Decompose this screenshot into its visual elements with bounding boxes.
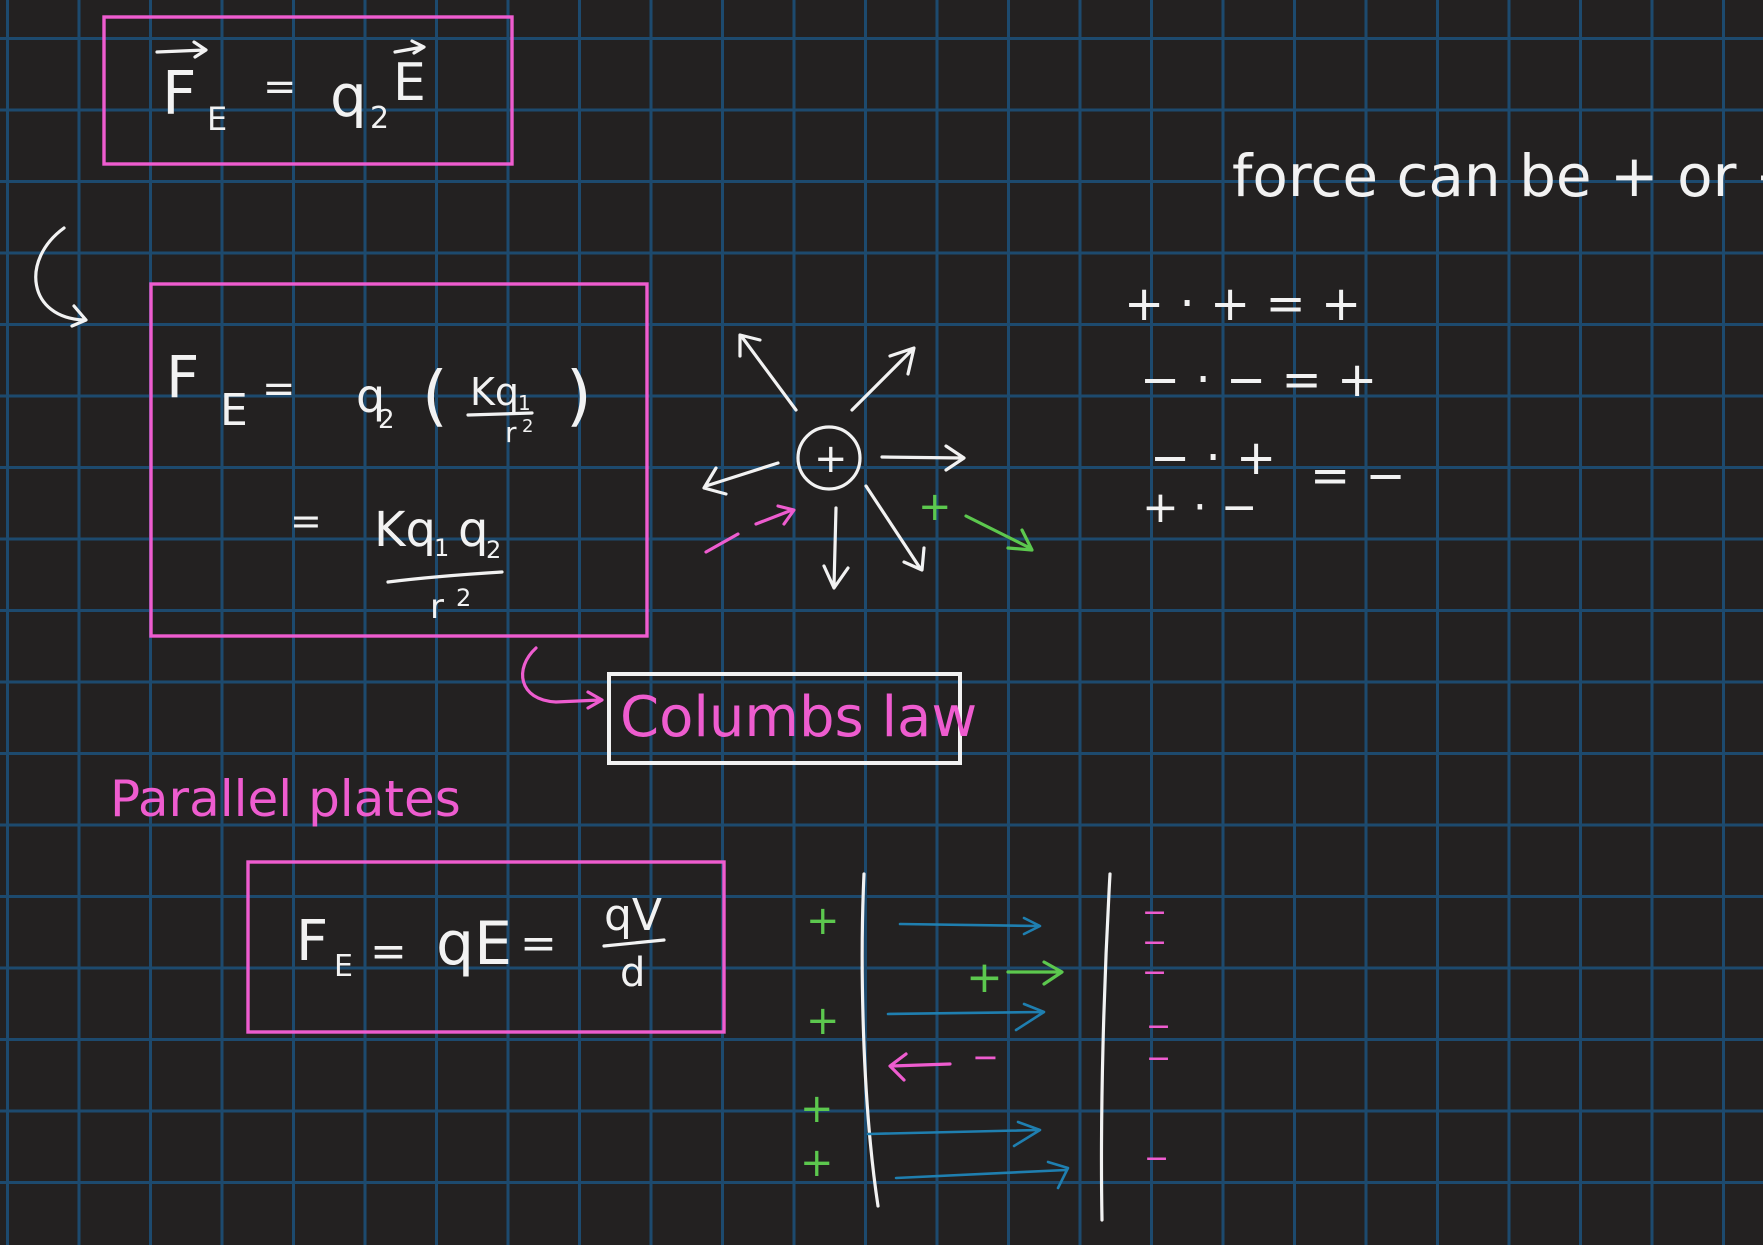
coulomb-result-denominator: r: [430, 587, 444, 627]
coulomb-result-numerator-sub1: 1: [434, 534, 449, 562]
plates-equals-2: =: [520, 918, 557, 969]
field-arrow-down-icon: [822, 506, 850, 590]
positive-force-arrow-icon: [1006, 960, 1064, 986]
negative-plate: [1099, 872, 1112, 1222]
parallel-plates-formula: F E = qE = qV d: [246, 860, 726, 1034]
field-line-1: [898, 916, 1042, 936]
right-plate-sign-3: −: [1142, 955, 1167, 990]
test-charge-sign: +: [918, 484, 952, 530]
coulomb-lhs-sub: E: [220, 385, 248, 436]
coulomb-result-numerator-q2: q: [458, 502, 488, 558]
coulomb-result-numerator: Kq: [374, 502, 436, 558]
plates-qE: qE: [436, 909, 512, 979]
coulombs-law-label: Columbs law: [607, 672, 977, 765]
plates-fraction-denominator: d: [620, 950, 645, 996]
coulomb-charge-sub: 2: [378, 405, 395, 435]
field-force-lhs: F: [162, 59, 197, 129]
coulomb-result-numerator-sub2: 2: [486, 536, 501, 564]
coulombs-law-text: Columbs law: [620, 685, 977, 750]
coulomb-result-denominator-exp: 2: [456, 584, 471, 612]
coulomb-inner-denominator: r: [505, 416, 517, 449]
coulomb-inner-denominator-exp: 2: [522, 416, 533, 437]
plates-lhs-sub: E: [334, 949, 353, 984]
vector-arrow-force-icon: [155, 40, 208, 59]
positive-charge-circle: [796, 425, 862, 491]
coulomb-inner-fraction-bar: [466, 411, 534, 417]
point-charge-diagram: + +: [702, 333, 1034, 590]
coulomb-close-paren: ): [566, 357, 592, 434]
negative-force-arrow-icon: [888, 1052, 952, 1082]
sign-rule-3a: − · +: [1150, 430, 1276, 486]
plates-fraction-bar: [602, 938, 666, 948]
parallel-plates-diagram: + + + + − − − − − − + −: [800, 872, 1171, 1222]
field-line-3: [866, 1120, 1042, 1148]
coulomb-charge: q: [356, 369, 385, 423]
right-plate-sign-2: −: [1142, 925, 1167, 960]
attraction-arrow-icon: [704, 504, 796, 554]
field-arrow-left-icon: [702, 461, 780, 496]
sign-rule-2: − · − = +: [1140, 352, 1377, 408]
coulomb-open-paren: (: [422, 357, 448, 434]
vector-arrow-field-icon: [393, 39, 426, 55]
plates-lhs: F: [296, 909, 328, 974]
right-plate-sign-1: −: [1142, 895, 1167, 930]
left-plate-sign-3: +: [800, 1086, 834, 1132]
plates-fraction-numerator: qV: [604, 890, 662, 941]
field-force-equals: =: [263, 64, 297, 110]
parallel-plates-heading: Parallel plates: [110, 770, 461, 828]
field-arrow-up-left-icon: [738, 333, 798, 412]
left-plate-sign-2: +: [806, 998, 840, 1044]
field-arrow-up-right-icon: [850, 346, 916, 412]
field-force-charge-sub: 2: [370, 101, 389, 136]
curved-arrow-icon: [34, 226, 88, 328]
left-plate-sign-1: +: [806, 898, 840, 944]
coulomb-inner-numerator: Kq: [470, 370, 519, 414]
pink-arrow-icon: [521, 646, 604, 710]
repulsion-arrow-icon: [964, 514, 1034, 552]
coulomb-box: [149, 282, 649, 638]
field-arrow-down-right-icon: [864, 484, 926, 572]
field-line-4: [894, 1160, 1070, 1190]
parallel-plates-box: [246, 860, 726, 1034]
sign-rules-title: force can be + or −: [1232, 142, 1763, 210]
coulomb-equals: =: [262, 366, 296, 412]
coulomb-result-fraction-bar: [386, 570, 504, 584]
field-arrow-right-icon: [880, 444, 966, 472]
coulombs-law-box: [607, 672, 962, 765]
plates-positive-test-sign: +: [966, 952, 1003, 1003]
right-plate-sign-4: −: [1146, 1009, 1171, 1044]
field-force-charge: q: [330, 62, 367, 130]
sign-rule-3b: + · −: [1142, 482, 1258, 533]
sign-rule-3-result: = −: [1310, 448, 1406, 504]
sign-rules: force can be + or − + · + = + − · − = + …: [1124, 142, 1763, 533]
field-line-2: [886, 1002, 1046, 1032]
positive-plate: [860, 872, 880, 1208]
field-force-lhs-sub: E: [207, 100, 227, 138]
coulomb-formula: F E = q 2 ( Kq 1 r 2 ) = Kq 1 q 2 r 2: [149, 282, 649, 638]
positive-charge-sign: +: [814, 436, 848, 482]
sign-rule-1: + · + = +: [1124, 276, 1361, 332]
coulomb-inner-numerator-sub: 1: [518, 391, 531, 415]
field-force-formula: F E = q 2 E: [102, 15, 514, 166]
left-plate-sign-4: +: [800, 1140, 834, 1186]
field-force-box: [102, 15, 514, 166]
right-plate-sign-5: −: [1146, 1041, 1171, 1076]
coulomb-lhs: F: [166, 343, 199, 411]
plates-negative-test-sign: −: [972, 1038, 999, 1076]
coulomb-result-equals: =: [290, 499, 322, 543]
field-force-field: E: [393, 53, 426, 113]
plates-equals-1: =: [370, 926, 407, 977]
right-plate-sign-6: −: [1144, 1141, 1169, 1176]
